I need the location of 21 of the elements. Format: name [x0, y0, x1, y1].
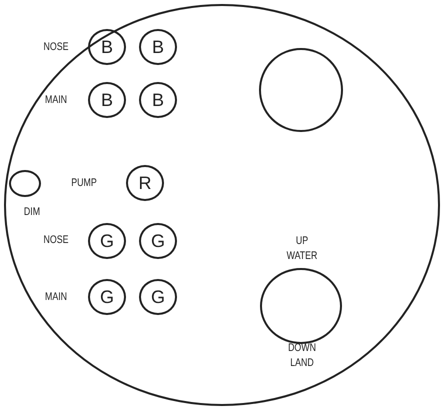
indicator-light: G	[88, 279, 126, 315]
indicator-light: B	[139, 29, 177, 65]
indicator-light: G	[139, 279, 177, 315]
row-label: MAIN	[44, 93, 68, 108]
indicator-light: B	[88, 82, 126, 118]
row-label: MAIN	[44, 290, 68, 305]
row-label: NOSE	[42, 233, 70, 248]
switch-knob	[260, 268, 342, 344]
row-label: NOSE	[42, 40, 70, 55]
indicator-light: G	[88, 223, 126, 259]
switch-label: DOWN LAND	[287, 341, 317, 371]
switch-knob	[259, 48, 343, 132]
row-label: PUMP	[70, 176, 98, 191]
indicator-light: B	[88, 29, 126, 65]
indicator-light: R	[126, 165, 164, 201]
switch-label: UP WATER	[286, 234, 318, 264]
switch-label: DIM	[22, 205, 42, 220]
switch-knob	[9, 170, 41, 197]
panel-outline	[4, 4, 440, 406]
indicator-light: B	[139, 82, 177, 118]
indicator-light: G	[139, 223, 177, 259]
